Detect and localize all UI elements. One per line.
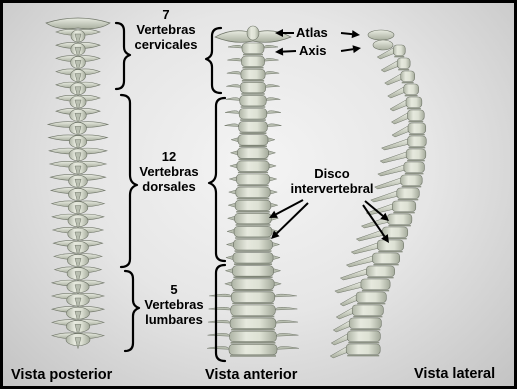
posterior-vertebra (52, 201, 105, 217)
posterior-vertebra (55, 267, 102, 283)
cervical-count: 7 (125, 7, 207, 22)
anterior-vertebra (227, 240, 280, 252)
anterior-vertebra (209, 292, 296, 304)
lateral-view-label: Vista lateral (414, 367, 495, 382)
lateral-vertebra (391, 110, 424, 124)
anterior-vertebra (209, 305, 298, 317)
axis-arrow-right (341, 45, 361, 53)
anterior-vertebra (225, 279, 281, 291)
cervical-line2: cervicales (125, 37, 207, 52)
anterior-vertebra (208, 318, 298, 330)
axis-arrow-left (275, 48, 296, 56)
anterior-view-label: Vista anterior (205, 368, 297, 383)
anterior-vertebra (230, 161, 276, 173)
lateral-vertebra (381, 58, 410, 72)
posterior-vertebra (52, 280, 104, 296)
disc-line2: intervertebral (281, 181, 383, 196)
posterior-view-label: Vista posterior (11, 368, 112, 383)
atlas-arrow-right (341, 30, 360, 38)
posterior-vertebra (48, 122, 108, 138)
posterior-spine (46, 18, 110, 349)
lateral-vertebra (335, 279, 390, 293)
posterior-vertebra (50, 161, 106, 177)
anterior-vertebra (225, 266, 280, 278)
anterior-vertebra (225, 109, 281, 121)
anterior-vertebra (228, 200, 278, 212)
anterior-vertebra (229, 187, 277, 199)
lateral-vertebra (351, 240, 403, 254)
lateral-vertebra (385, 71, 415, 85)
lumbar-count: 5 (136, 282, 212, 297)
disc-arrow-1 (269, 200, 303, 218)
lateral-vertebra (392, 123, 426, 137)
posterior-vertebra (56, 56, 100, 72)
lateral-vertebra (346, 253, 399, 267)
anterior-vertebra (227, 56, 278, 68)
anterior-vertebra (207, 344, 299, 356)
lumbar-line1: Vertebras (136, 297, 212, 312)
axis-label: Axis (299, 43, 326, 58)
anterior-vertebra (227, 226, 279, 238)
lateral-vertebra (378, 162, 425, 176)
posterior-vertebra (52, 320, 104, 336)
lateral-vertebra (382, 136, 427, 150)
cervical-label: 7 Vertebras cervicales (125, 7, 207, 52)
posterior-vertebra (53, 241, 102, 257)
posterior-vertebra (52, 333, 104, 349)
anterior-vertebra (231, 135, 275, 147)
dorsal-label: 12 Vertebras dorsales (130, 149, 208, 194)
anterior-vertebra (208, 331, 299, 343)
anterior-vertebra (226, 82, 279, 94)
posterior-vertebra (51, 188, 105, 204)
lateral-vertebra (336, 305, 383, 319)
disc-line1: Disco (281, 166, 383, 181)
posterior-vertebra (56, 82, 100, 98)
dorsal-bracket-anterior (209, 98, 225, 261)
anterior-vertebra (228, 213, 279, 225)
lumbar-line2: lumbares (136, 312, 212, 327)
lateral-vertebra (331, 331, 380, 345)
diagram-canvas (3, 3, 517, 389)
atlas-label: Atlas (296, 25, 328, 40)
anterior-vertebra (226, 95, 281, 107)
posterior-vertebra (52, 214, 104, 230)
anterior-vertebra (230, 148, 275, 160)
posterior-atlas (46, 18, 110, 29)
posterior-vertebra (49, 135, 108, 151)
dorsal-count: 12 (130, 149, 208, 164)
lumbar-label: 5 Vertebras lumbares (136, 282, 212, 327)
lateral-vertebra (330, 344, 380, 358)
posterior-vertebra (56, 95, 100, 111)
posterior-vertebra (52, 307, 104, 323)
posterior-vertebra (56, 43, 100, 59)
posterior-vertebra (52, 293, 104, 309)
disc-arrow-2 (271, 203, 308, 239)
posterior-vertebra (56, 69, 100, 85)
dorsal-line2: dorsales (130, 179, 208, 194)
posterior-vertebra (56, 29, 100, 45)
anterior-vertebra (228, 43, 278, 55)
lateral-vertebra (380, 149, 426, 163)
anterior-vertebra (226, 253, 280, 265)
lateral-vertebra (333, 318, 381, 332)
posterior-vertebra (53, 227, 103, 243)
lateral-vertebra (388, 84, 419, 98)
posterior-vertebra (49, 148, 107, 164)
posterior-vertebra (50, 175, 105, 191)
anterior-vertebra (229, 174, 276, 186)
anterior-vertebra (225, 122, 282, 134)
cervical-line1: Vertebras (125, 22, 207, 37)
lateral-vertebra (340, 292, 386, 306)
posterior-vertebra (54, 254, 102, 270)
lateral-vertebra (390, 97, 422, 111)
anterior-vertebra (227, 69, 279, 81)
pointer-arrows (269, 29, 389, 243)
disc-label: Disco intervertebral (281, 166, 383, 196)
lateral-atlas (368, 30, 394, 50)
dorsal-line1: Vertebras (130, 164, 208, 179)
lateral-vertebra (340, 266, 394, 280)
